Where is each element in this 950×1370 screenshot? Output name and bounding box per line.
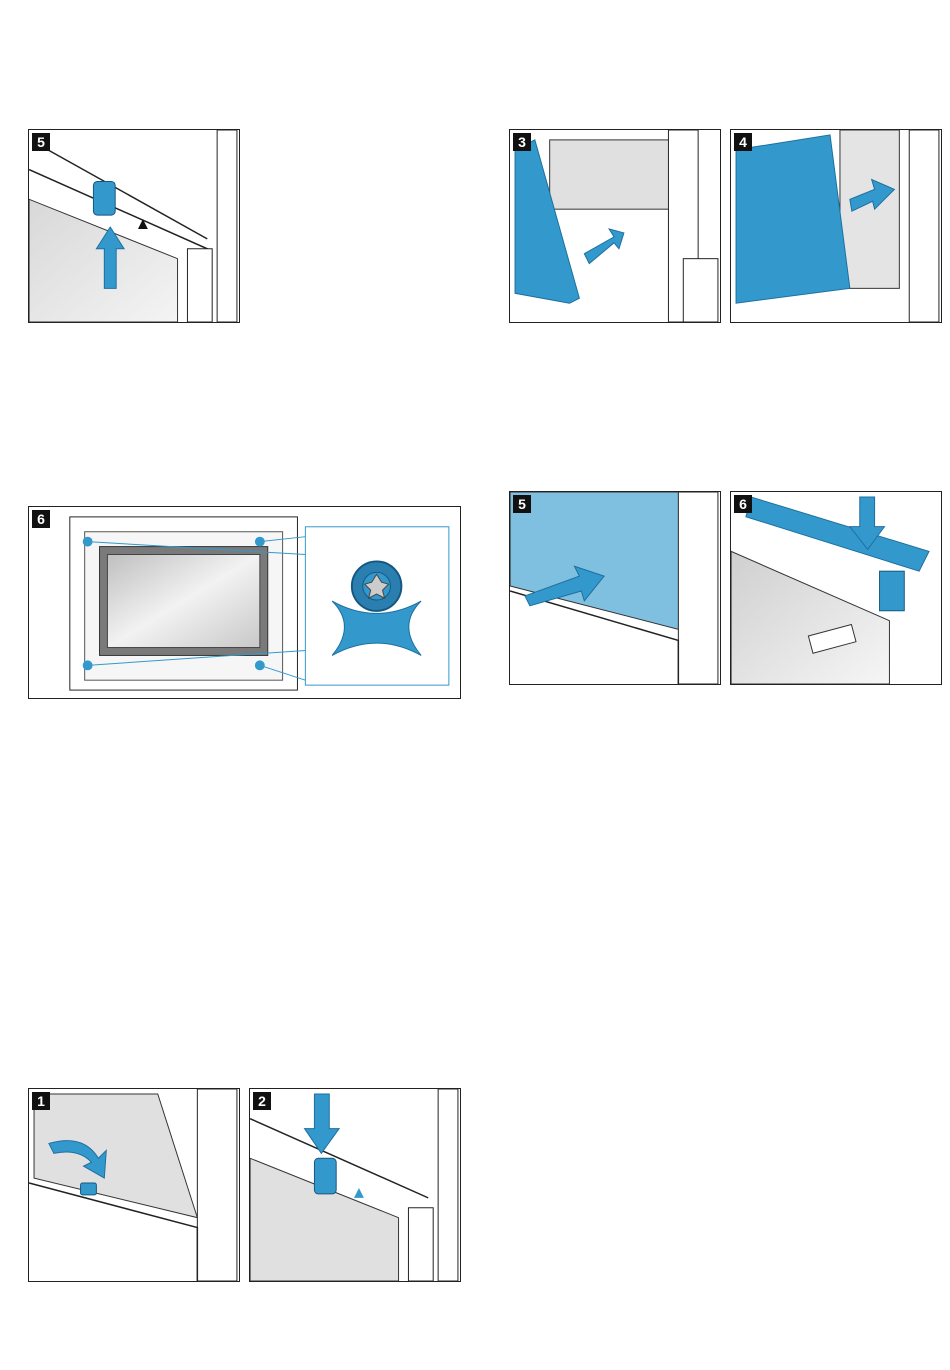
screw-icon (352, 561, 401, 610)
push-panel-illustration (510, 492, 720, 684)
step-number-badge: 6 (734, 495, 752, 513)
screw-locations-illustration (29, 507, 460, 698)
step-number-badge: 6 (32, 510, 50, 528)
insert-panel-illustration (510, 130, 720, 322)
figure-step-3-insert-panel: 3 (509, 129, 721, 323)
press-clip-illustration (29, 1089, 239, 1281)
figure-step-5-push-panel: 5 (509, 491, 721, 685)
push-clip-down-illustration (250, 1089, 460, 1281)
figure-step-1-press-clip: 1 (28, 1088, 240, 1282)
step-number-badge: 3 (513, 133, 531, 151)
slide-panel-illustration (731, 130, 941, 322)
clip-icon (93, 181, 115, 215)
figure-step-6-screw-locations: 6 (28, 506, 461, 699)
step-number-badge: 1 (32, 1092, 50, 1110)
figure-step-2-push-clip-down: 2 (249, 1088, 461, 1282)
step-number-badge: 5 (513, 495, 531, 513)
figure-step-5-clip-lift: 5 (28, 129, 240, 323)
figure-step-4-slide-panel: 4 (730, 129, 942, 323)
step-number-badge: 5 (32, 133, 50, 151)
clip-lift-illustration (29, 130, 239, 322)
attach-strip-illustration (731, 492, 941, 684)
arrow-right-icon (584, 229, 624, 264)
step-number-badge: 4 (734, 133, 752, 151)
figure-step-6-attach-strip: 6 (730, 491, 942, 685)
step-number-badge: 2 (253, 1092, 271, 1110)
